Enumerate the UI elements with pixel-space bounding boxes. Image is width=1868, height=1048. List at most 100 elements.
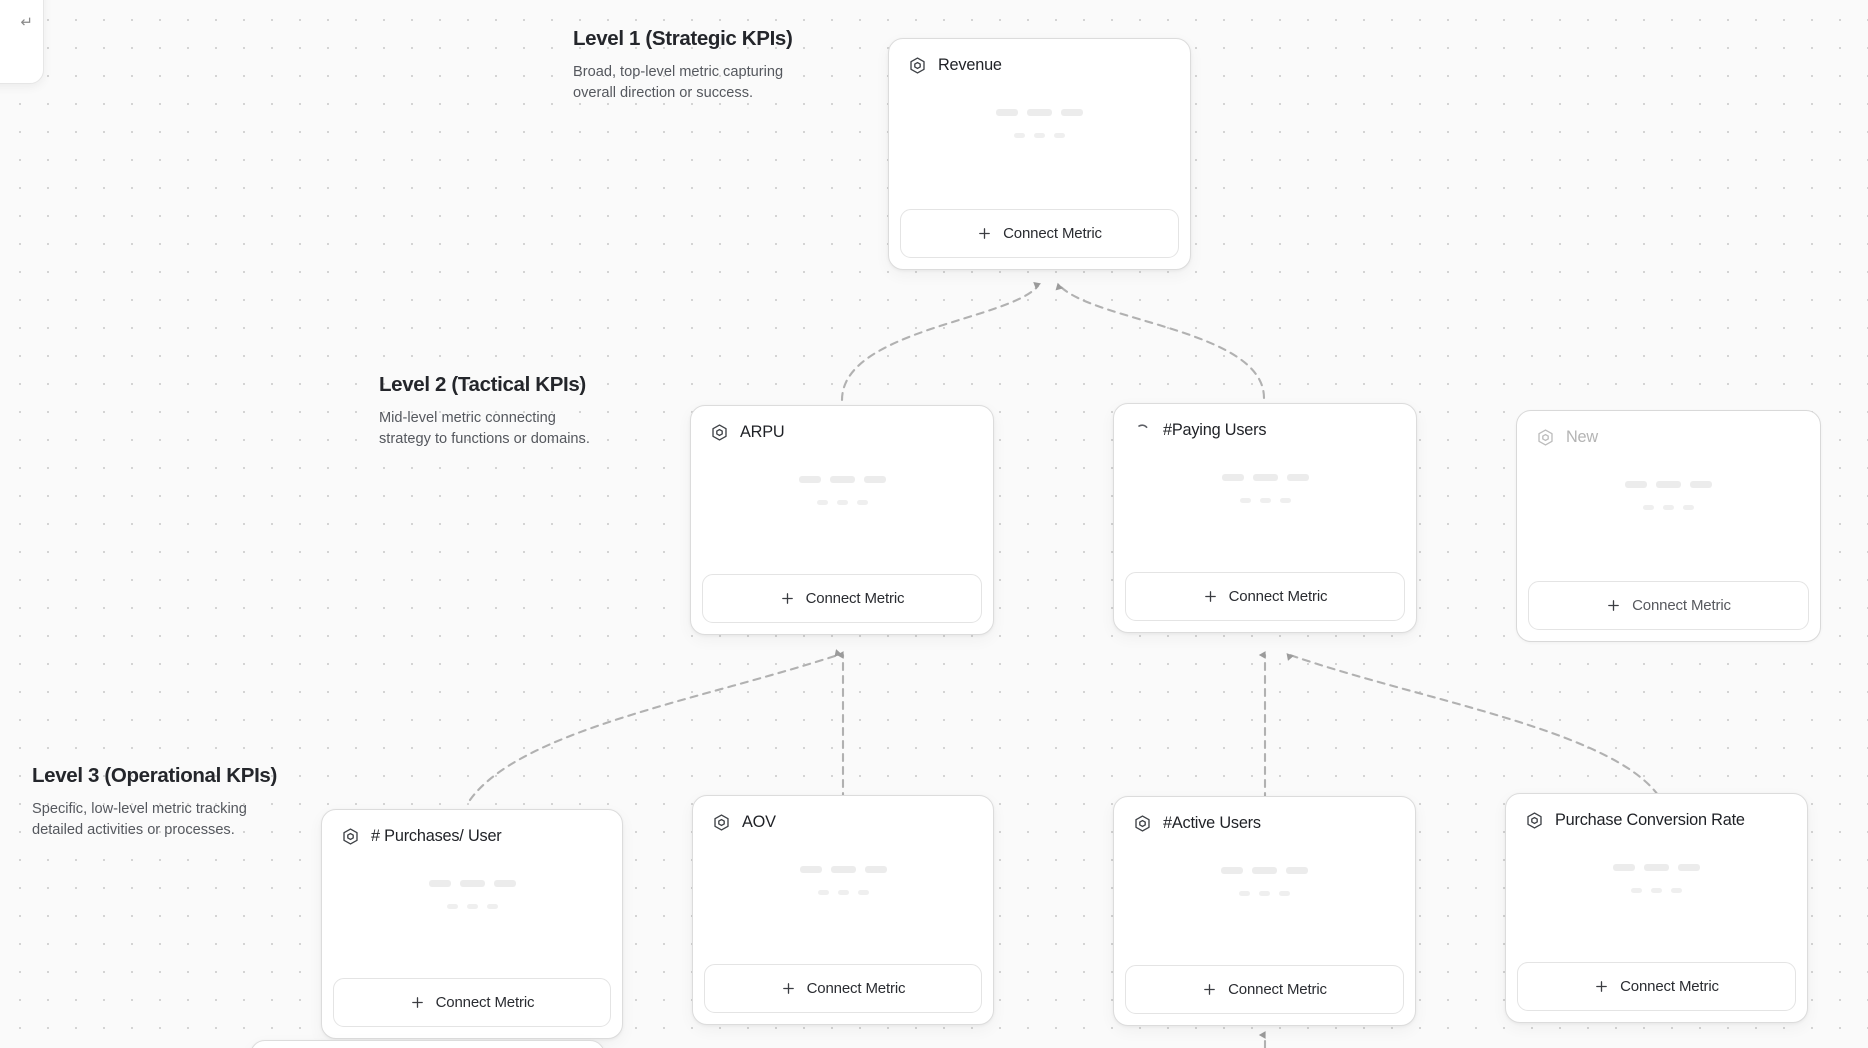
- metric-card-new[interactable]: New Connect Metric: [1516, 410, 1821, 642]
- skeleton-bar: [1286, 867, 1308, 874]
- skeleton-bar: [1690, 481, 1712, 488]
- skeleton-bar: [1279, 498, 1291, 503]
- card-footer: Connect Metric: [889, 209, 1190, 269]
- spinner-icon: [1138, 424, 1148, 429]
- skeleton-bar: [1613, 864, 1635, 871]
- skeleton-bar: [428, 880, 451, 887]
- connect-metric-button[interactable]: Connect Metric: [333, 978, 611, 1027]
- skeleton-bar: [816, 500, 828, 505]
- skeleton-row-primary: [799, 866, 887, 873]
- connect-metric-button[interactable]: Connect Metric: [1125, 572, 1405, 621]
- metric-card-active-users[interactable]: #Active Users Connec: [1113, 796, 1416, 1026]
- card-title: ARPU: [740, 423, 785, 441]
- level-3-label: Level 3 (Operational KPIs) Specific, low…: [32, 764, 277, 840]
- skeleton-bar: [857, 890, 869, 895]
- skeleton-bar: [1252, 474, 1278, 481]
- skeleton-bar: [1625, 481, 1647, 488]
- skeleton-bar: [830, 866, 856, 873]
- skeleton-row-primary: [1221, 474, 1309, 481]
- skeleton-row-secondary: [1014, 133, 1065, 138]
- plus-icon: [411, 997, 423, 1008]
- skeleton-row-secondary: [1239, 498, 1291, 503]
- skeleton-bar: [1678, 864, 1700, 871]
- skeleton-bar: [864, 866, 887, 873]
- skeleton-bar: [856, 500, 868, 505]
- skeleton-bar: [1239, 498, 1251, 503]
- plus-icon: [1204, 984, 1215, 995]
- card-footer: Connect Metric: [1114, 572, 1416, 632]
- connect-metric-label: Connect Metric: [805, 590, 905, 607]
- skeleton-bar: [1034, 133, 1045, 138]
- connect-metric-button[interactable]: Connect Metric: [900, 209, 1179, 258]
- skeleton-row-secondary: [1631, 888, 1682, 893]
- hexagon-target-icon: [343, 828, 358, 845]
- skeleton-bar: [1663, 505, 1674, 510]
- card-title: #Active Users: [1163, 814, 1261, 832]
- connect-metric-label: Connect Metric: [435, 994, 535, 1011]
- card-footer: Connect Metric: [693, 964, 993, 1024]
- corner-panel-glyph: ↵: [20, 14, 33, 31]
- connect-metric-label: Connect Metric: [1228, 588, 1328, 605]
- skeleton-bar: [1259, 891, 1270, 896]
- level-2-label: Level 2 (Tactical KPIs) Mid-level metric…: [379, 373, 601, 449]
- skeleton-bar: [466, 904, 478, 909]
- skeleton-bar: [1252, 867, 1277, 874]
- skeleton-bar: [1027, 109, 1052, 116]
- card-body-skeleton: [1506, 830, 1807, 962]
- metric-card-revenue[interactable]: Revenue Connect Metr: [888, 38, 1191, 270]
- connect-metric-label: Connect Metric: [1632, 597, 1731, 614]
- level-1-label: Level 1 (Strategic KPIs) Broad, top-leve…: [573, 27, 795, 103]
- metric-card-paying-users[interactable]: #Paying Users Connec: [1113, 403, 1417, 633]
- metric-card-purchase-conversion-rate[interactable]: Purchase Conversion Rate: [1505, 793, 1808, 1023]
- card-header: Purchase Conversion Rate: [1506, 794, 1807, 830]
- metric-card-aov[interactable]: AOV Connect Metric: [692, 795, 994, 1025]
- card-header: #Active Users: [1114, 797, 1415, 833]
- skeleton-row-primary: [1221, 867, 1308, 874]
- skeleton-bar: [446, 904, 458, 909]
- skeleton-bar: [1014, 133, 1025, 138]
- card-header: #Paying Users: [1114, 404, 1416, 440]
- card-footer: Connect Metric: [1114, 965, 1415, 1025]
- card-body-skeleton: [1114, 833, 1415, 965]
- skeleton-bar: [1054, 133, 1065, 138]
- connect-metric-label: Connect Metric: [1228, 981, 1327, 998]
- skeleton-bar: [1651, 888, 1662, 893]
- level-3-title: Level 3 (Operational KPIs): [32, 764, 277, 787]
- skeleton-bar: [486, 904, 498, 909]
- metric-card-purchases-per-user[interactable]: # Purchases/ User Co: [321, 809, 623, 1039]
- connect-metric-button[interactable]: Connect Metric: [1528, 581, 1809, 630]
- skeleton-row-secondary: [1239, 891, 1290, 896]
- skeleton-bar: [817, 890, 829, 895]
- skeleton-bar: [1683, 505, 1694, 510]
- skeleton-bar: [1671, 888, 1682, 893]
- skeleton-row-secondary: [817, 890, 869, 895]
- card-header: New: [1517, 411, 1820, 447]
- skeleton-row-primary: [996, 109, 1083, 116]
- skeleton-bar: [1221, 867, 1243, 874]
- metric-card-arpu[interactable]: ARPU Connect Metric: [690, 405, 994, 635]
- card-body-skeleton: [889, 75, 1190, 209]
- card-body-skeleton: [1114, 440, 1416, 572]
- skeleton-bar: [1631, 888, 1642, 893]
- card-header: # Purchases/ User: [322, 810, 622, 846]
- connect-metric-button[interactable]: Connect Metric: [704, 964, 982, 1013]
- plus-icon: [1608, 600, 1619, 611]
- skeleton-row-secondary: [446, 904, 498, 909]
- connect-metric-button[interactable]: Connect Metric: [702, 574, 982, 623]
- level-1-title: Level 1 (Strategic KPIs): [573, 27, 793, 50]
- card-footer: Connect Metric: [1517, 581, 1820, 641]
- plus-icon: [979, 228, 990, 239]
- skeleton-row-primary: [1625, 481, 1712, 488]
- card-header: ARPU: [691, 406, 993, 442]
- skeleton-bar: [1061, 109, 1083, 116]
- connect-metric-button[interactable]: Connect Metric: [1517, 962, 1796, 1011]
- skeleton-bar: [1286, 474, 1309, 481]
- plus-icon: [782, 983, 794, 994]
- connect-metric-button[interactable]: Connect Metric: [1125, 965, 1404, 1014]
- metric-card-partial-offscreen[interactable]: [250, 1040, 605, 1048]
- corner-panel[interactable]: ↵: [0, 0, 44, 84]
- card-body-skeleton: [691, 442, 993, 574]
- hexagon-target-icon: [1538, 429, 1553, 446]
- skeleton-bar: [1656, 481, 1681, 488]
